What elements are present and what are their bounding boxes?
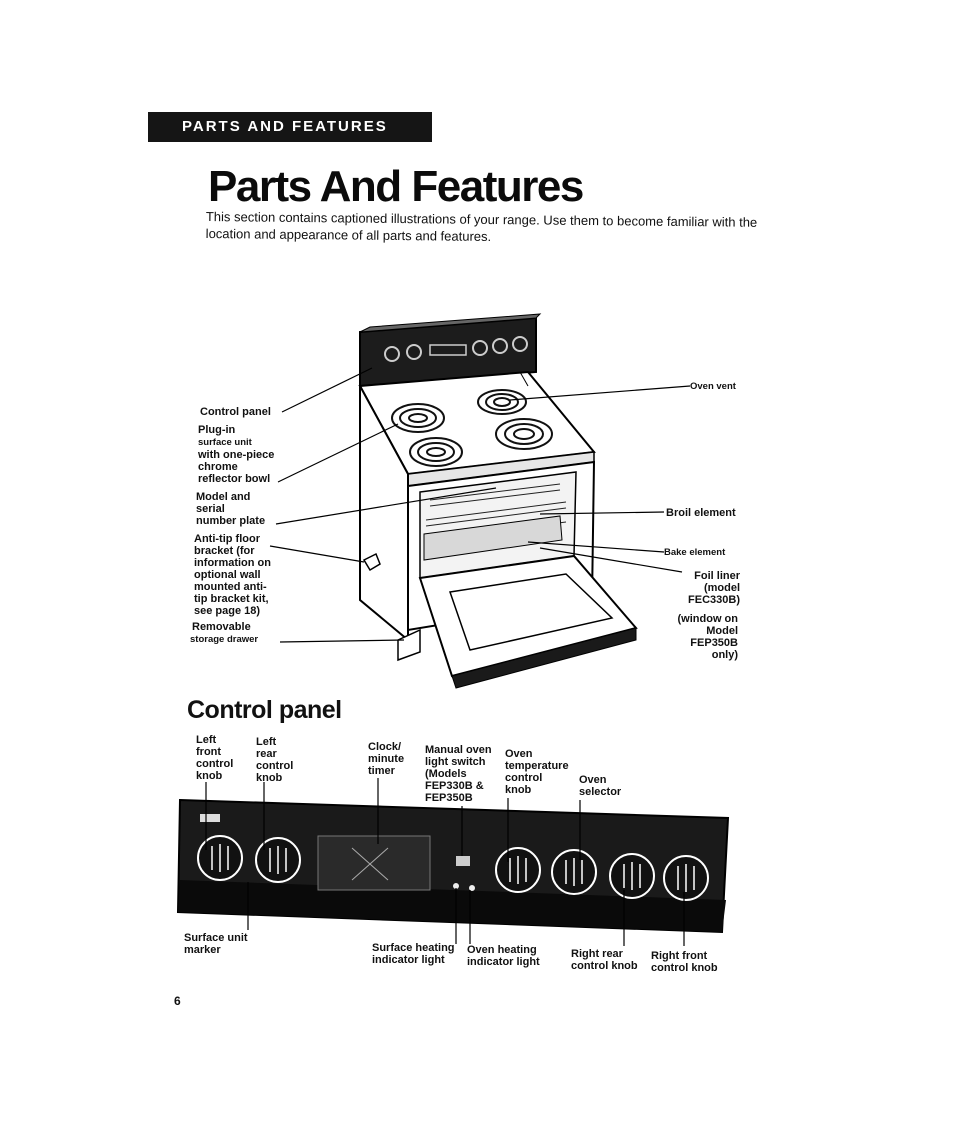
label-surface-heating-light: Surface heating indicator light (372, 942, 455, 966)
section-tab: PARTS AND FEATURES (148, 112, 432, 142)
label-antitip: Anti-tip floor bracket (for information … (194, 533, 271, 617)
label-window: (window on Model FEP350B only) (677, 613, 738, 661)
label-oven-temp-knob: Oven temperature control knob (505, 748, 569, 796)
label-oven-heating-light: Oven heating indicator light (467, 944, 540, 968)
label-plugin-bowl: with one-piece chrome reflector bowl (198, 449, 275, 485)
label-clock-timer: Clock/ minute timer (368, 741, 405, 777)
label-plugin: Plug-in (198, 424, 236, 436)
label-oven-selector: Oven selector (579, 774, 622, 798)
label-control-panel: Control panel (200, 406, 271, 418)
label-surface-unit-marker: Surface unit marker (184, 932, 248, 956)
page-number: 6 (174, 994, 181, 1008)
label-foil: Foil liner (model FEC330B) (688, 570, 740, 606)
label-drawer-storage: storage drawer (190, 634, 259, 645)
label-plugin-surface: surface unit (198, 437, 252, 448)
label-model-plate: Model and serial number plate (196, 491, 266, 527)
label-left-front-knob: Left front control knob (196, 734, 234, 782)
label-broil: Broil element (666, 507, 736, 519)
label-right-front-knob: Right front control knob (651, 950, 718, 974)
label-oven-light-switch: Manual oven light switch (Models FEP330B… (425, 744, 492, 804)
label-left-rear-knob: Left rear control knob (256, 736, 294, 784)
label-right-rear-knob: Right rear control knob (571, 948, 638, 972)
page-title: Parts And Features (208, 162, 584, 211)
label-oven-vent: Oven vent (690, 381, 736, 392)
label-drawer: Removable (192, 621, 251, 633)
label-bake: Bake element (664, 547, 726, 558)
control-panel-title: Control panel (187, 696, 342, 724)
